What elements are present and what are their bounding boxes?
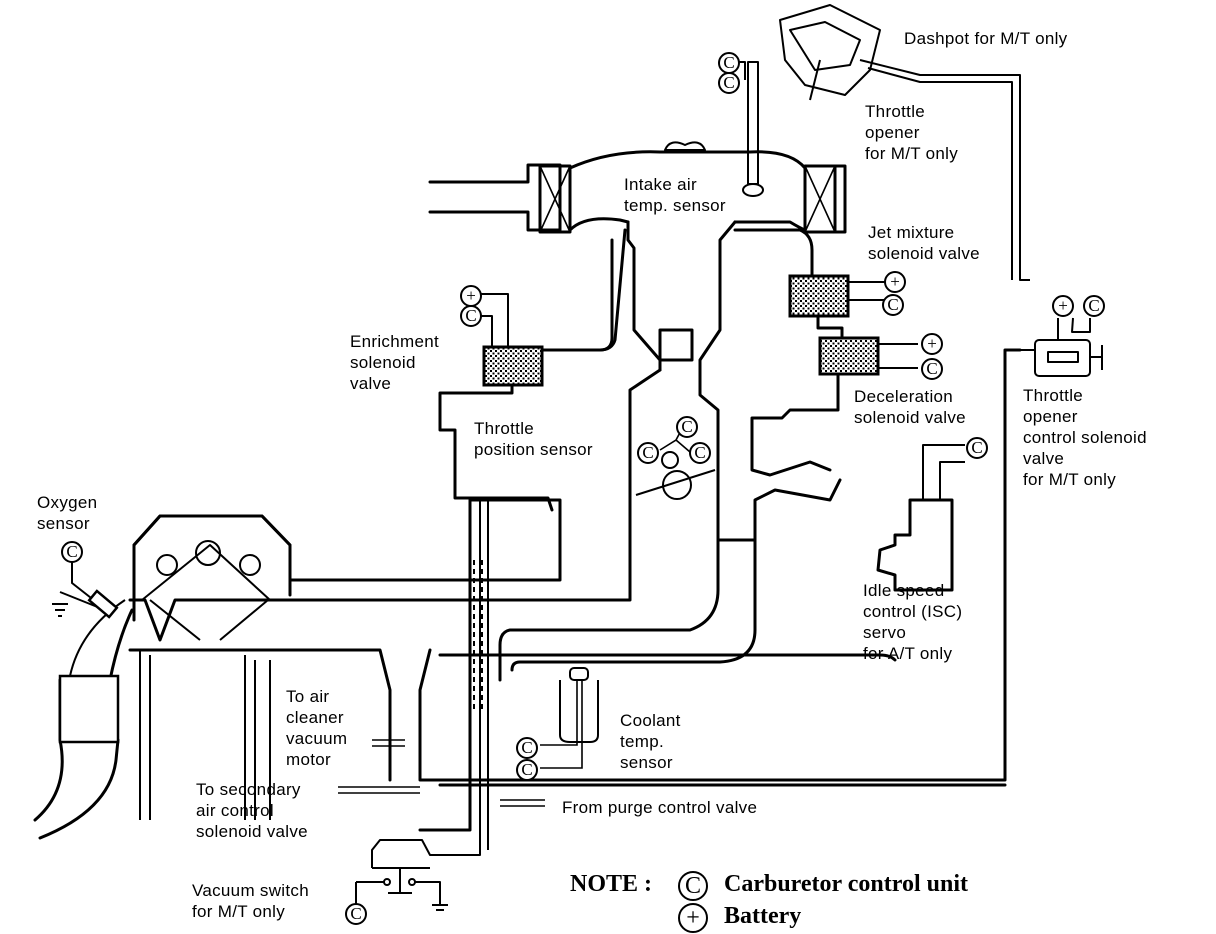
label-jet-mixture-solenoid-valve: Jet mixture solenoid valve bbox=[868, 223, 980, 263]
note-prefix: NOTE : bbox=[570, 871, 653, 897]
control-unit-symbol: C bbox=[718, 72, 740, 94]
deceleration-solenoid-valve bbox=[750, 336, 918, 477]
control-unit-symbol: C bbox=[882, 294, 904, 316]
control-unit-symbol: C bbox=[676, 416, 698, 438]
label-isc-servo: Idle speed control (ISC) servo for A/T o… bbox=[863, 581, 963, 663]
jet-mixture-solenoid-valve bbox=[788, 274, 885, 338]
label-throttle-opener-control-solenoid-valve: Throttle opener control solenoid valve f… bbox=[1023, 386, 1147, 489]
coolant-temp-sensor bbox=[540, 667, 599, 769]
air-cleaner-housing bbox=[428, 141, 847, 234]
label-from-purge-control-valve: From purge control valve bbox=[562, 798, 758, 817]
battery-symbol: + bbox=[1052, 295, 1074, 317]
exhaust-system bbox=[33, 599, 134, 840]
label-intake-air-temp-sensor: Intake air temp. sensor bbox=[624, 175, 726, 215]
isc-servo bbox=[876, 444, 965, 592]
throttle-opener-control-solenoid-valve-shape bbox=[1005, 317, 1103, 377]
label-deceleration-solenoid-valve: Deceleration solenoid valve bbox=[854, 387, 966, 427]
intake-air-temp-sensor bbox=[730, 61, 764, 197]
control-unit-symbol: C bbox=[718, 52, 740, 74]
control-unit-symbol: C bbox=[61, 541, 83, 563]
air-cleaner-vacuum-line bbox=[372, 739, 405, 747]
control-unit-symbol: C bbox=[345, 903, 367, 925]
label-enrichment-solenoid-valve: Enrichment solenoid valve bbox=[350, 332, 439, 393]
battery-symbol: + bbox=[921, 333, 943, 355]
label-dashpot: Dashpot for M/T only bbox=[904, 29, 1068, 48]
control-unit-symbol: C bbox=[966, 437, 988, 459]
control-unit-symbol: C bbox=[921, 358, 943, 380]
label-coolant-temp-sensor: Coolant temp. sensor bbox=[620, 711, 681, 772]
control-unit-symbol: C bbox=[689, 442, 711, 464]
legend-battery-symbol: + bbox=[678, 903, 708, 933]
control-unit-symbol: C bbox=[1083, 295, 1105, 317]
legend-control-unit-text: Carburetor control unit bbox=[724, 871, 968, 897]
carburetor-body bbox=[518, 220, 814, 542]
control-unit-symbol: C bbox=[460, 305, 482, 327]
label-to-secondary-air-control-solenoid-valve: To secondary air control solenoid valve bbox=[196, 780, 308, 841]
label-throttle-opener: Throttle opener for M/T only bbox=[865, 102, 959, 163]
secondary-air-line bbox=[338, 786, 420, 794]
control-unit-symbol: C bbox=[516, 759, 538, 781]
label-throttle-position-sensor: Throttle position sensor bbox=[474, 419, 593, 459]
label-oxygen-sensor: Oxygen sensor bbox=[37, 493, 98, 533]
control-unit-symbol: C bbox=[637, 442, 659, 464]
control-unit-symbol: C bbox=[516, 737, 538, 759]
vacuum-switch-shape bbox=[355, 500, 481, 911]
purge-control-line bbox=[500, 799, 545, 807]
legend-battery-text: Battery bbox=[724, 903, 802, 929]
cylinder-head bbox=[132, 514, 292, 820]
enrichment-solenoid-valve bbox=[438, 238, 614, 512]
legend-control-unit-symbol: C bbox=[678, 871, 708, 901]
throttle-position-sensor bbox=[635, 424, 716, 500]
battery-symbol: + bbox=[460, 285, 482, 307]
dashpot bbox=[779, 4, 1030, 281]
label-vacuum-switch: Vacuum switch for M/T only bbox=[192, 881, 309, 921]
label-to-air-cleaner-vacuum-motor: To air cleaner vacuum motor bbox=[286, 687, 348, 769]
oxygen-sensor bbox=[52, 562, 119, 619]
battery-symbol: + bbox=[884, 271, 906, 293]
